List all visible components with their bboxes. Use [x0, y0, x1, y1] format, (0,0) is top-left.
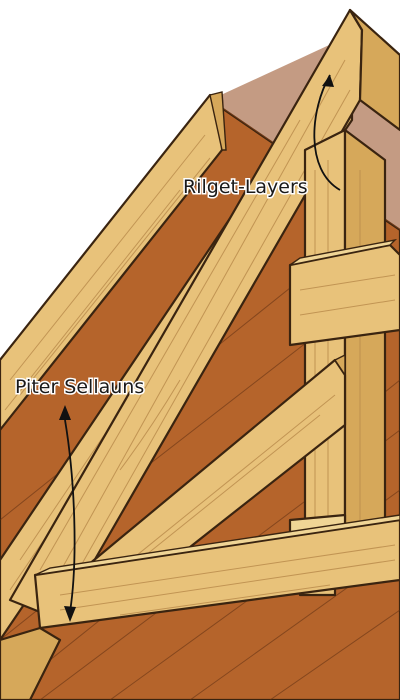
- tie-beam: [33, 514, 400, 630]
- left-rafter: [0, 91, 227, 432]
- ridge-label: Rilget-Layers: [183, 176, 308, 198]
- king-post: [303, 128, 387, 577]
- rafter-tail: [0, 626, 62, 700]
- ridge-arrow: [313, 74, 341, 191]
- purlin-block: [288, 238, 400, 347]
- pitch-arrow: [59, 405, 76, 622]
- pitch-label: Piter Sellauns: [15, 376, 144, 398]
- main-rafter: [8, 8, 400, 622]
